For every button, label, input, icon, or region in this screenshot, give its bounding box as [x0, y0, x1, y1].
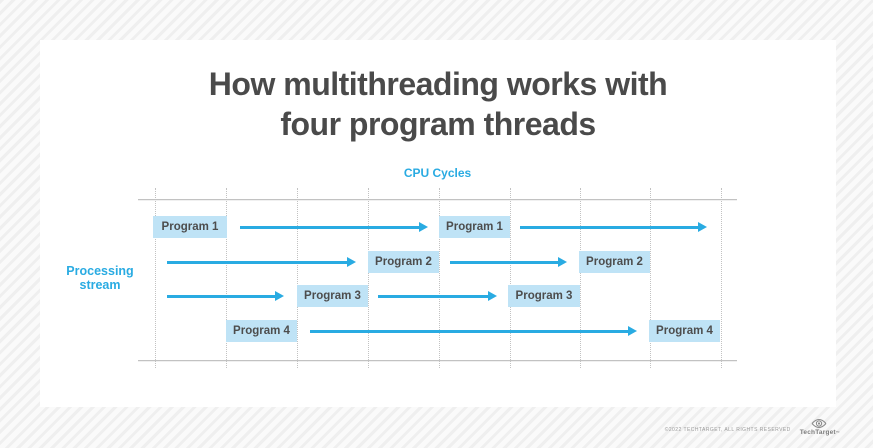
techtarget-eye-icon [811, 418, 828, 429]
cycle-gridline [226, 188, 227, 368]
cycle-axis-top-line [138, 199, 737, 200]
cycle-gridline [368, 188, 369, 368]
cycle-gridline [155, 188, 156, 368]
program-box: Program 1 [153, 216, 227, 238]
execution-arrow [167, 257, 356, 267]
copyright-text: ©2022 TECHTARGET, ALL RIGHTS RESERVED [664, 427, 791, 433]
techtarget-wordmark: TechTarget™ [799, 429, 840, 436]
cycle-gridline [650, 188, 651, 368]
execution-arrow [310, 326, 637, 336]
trademark-symbol: ™ [835, 430, 840, 435]
program-box: Program 3 [297, 285, 368, 307]
cycle-gridline [721, 188, 722, 368]
execution-arrow [167, 291, 284, 301]
techtarget-logo: TechTarget™ [800, 418, 840, 436]
execution-arrow [378, 291, 497, 301]
title-line-2: four program threads [280, 106, 596, 142]
execution-arrow [520, 222, 707, 232]
cycle-axis-bottom-line [138, 360, 737, 361]
program-box: Program 4 [649, 320, 720, 342]
program-box: Program 2 [368, 251, 439, 273]
cycle-gridline [439, 188, 440, 368]
execution-arrow [450, 257, 567, 267]
execution-arrow [240, 222, 428, 232]
cycle-gridline [580, 188, 581, 368]
program-box: Program 1 [439, 216, 510, 238]
program-box: Program 3 [508, 285, 580, 307]
program-box: Program 2 [579, 251, 650, 273]
cycle-gridline [297, 188, 298, 368]
program-box: Program 4 [226, 320, 297, 342]
infographic-card: How multithreading works with four progra… [40, 40, 836, 407]
processing-stream-line-2: stream [79, 278, 121, 292]
processing-stream-line-1: Processing [66, 264, 134, 278]
cpu-cycles-label: CPU Cycles [403, 166, 472, 180]
page-title: How multithreading works with four progra… [40, 64, 836, 144]
footer: ©2022 TECHTARGET, ALL RIGHTS RESERVED Te… [665, 418, 840, 436]
cycle-gridline [510, 188, 511, 368]
title-line-1: How multithreading works with [208, 66, 668, 102]
